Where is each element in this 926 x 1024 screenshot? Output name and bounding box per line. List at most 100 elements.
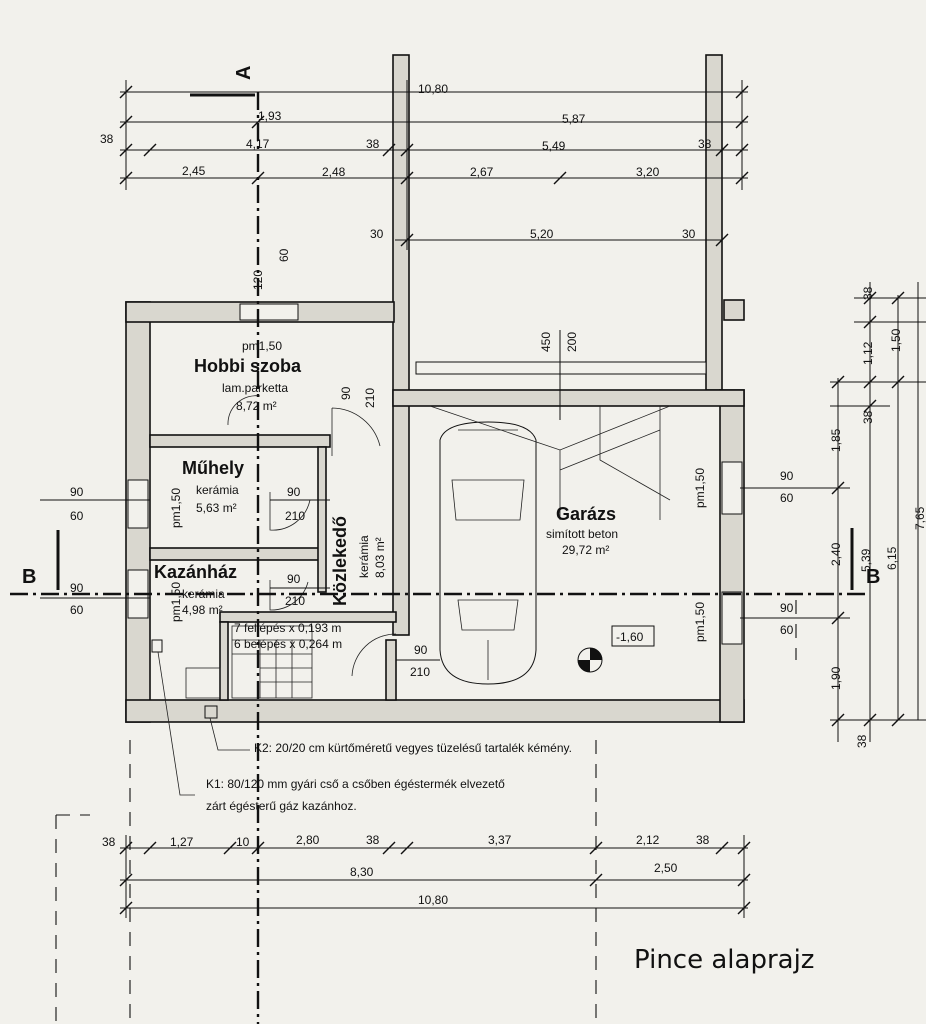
garazs-height-top: pm1,50	[693, 468, 707, 508]
muhely-height: pm1,50	[169, 488, 183, 528]
left-window-height: 60	[70, 603, 84, 617]
section-marker-b-left: B	[22, 566, 36, 588]
kazan-door-width: 90	[287, 572, 301, 586]
dim-vertical: 120	[251, 270, 265, 290]
dim-top: 5,20	[530, 227, 554, 241]
dim-top: 2,45	[182, 164, 206, 178]
dim-bottom: 2,12	[636, 833, 660, 847]
section-marker-b-right: B	[866, 566, 880, 588]
hidden-lines	[55, 600, 797, 1024]
dim-top: 5,49	[542, 139, 566, 153]
dim-bottom: 2,80	[296, 833, 320, 847]
dim-bottom: 38	[696, 833, 710, 847]
section-marker-a: A	[233, 66, 255, 80]
kazanhaz-floor: kerámia	[182, 587, 225, 601]
dim-top: 38	[100, 132, 114, 146]
dim-top: 30	[682, 227, 696, 241]
room-labels: pm1,50 Hobbi szoba lam.parketta 8,72 m² …	[154, 339, 707, 644]
dim-bottom-total: 10,80	[418, 893, 448, 907]
top-dimensions: 10,80 1,93 5,87 38 4,17 38 5,49 38 2,45 …	[100, 82, 712, 352]
dim-right: 1,90	[829, 666, 843, 690]
garazs-area: 29,72 m²	[562, 543, 609, 557]
dim-bottom: 10	[236, 835, 250, 849]
stairs-labels: 7 fellépés x 0,193 m 6 belépés x 0,264 m	[234, 621, 342, 651]
kazanhaz-height: pm1,50	[169, 582, 183, 622]
garage-door-height: 210	[410, 665, 430, 679]
kozlekedo-floor: kerámia	[357, 535, 371, 578]
hobbi-floor: lam.parketta	[222, 381, 288, 395]
muhely-door-height: 210	[285, 509, 305, 523]
dim-right: 1,50	[889, 328, 903, 352]
kazanhaz-area: 4,98 m²	[182, 603, 223, 617]
hobbi-door-height: 210	[363, 388, 377, 408]
kozlekedo-area: 8,03 m²	[373, 537, 387, 578]
left-window-width: 90	[70, 485, 84, 499]
dim-vertical: 200	[565, 332, 579, 352]
dim-right: 2,40	[829, 542, 843, 566]
dim-bottom: 2,50	[654, 861, 678, 875]
kozlekedo-name: Közlekedő	[330, 516, 350, 606]
note-k2: K2: 20/20 cm kürtőméretű vegyes tüzelésű…	[254, 741, 572, 755]
dim-right: 1,85	[829, 428, 843, 452]
kazanhaz-name: Kazánház	[154, 562, 237, 582]
dim-right: 38	[861, 286, 875, 300]
dim-top: 38	[366, 137, 380, 151]
dim-top: 5,87	[562, 112, 586, 126]
hobbi-area: 8,72 m²	[236, 399, 277, 413]
dim-bottom: 3,37	[488, 833, 512, 847]
dim-top: 2,48	[322, 165, 346, 179]
hobbi-name: Hobbi szoba	[194, 356, 302, 376]
notes: K2: 20/20 cm kürtőméretű vegyes tüzelésű…	[206, 741, 572, 813]
dim-right: 5,39	[859, 548, 873, 572]
dim-right: 1,12	[861, 341, 875, 365]
stairs-treads: 6 belépés x 0,264 m	[234, 637, 342, 651]
level-symbol	[577, 625, 655, 673]
door-swings	[227, 395, 397, 677]
boiler-room-fixtures	[151, 639, 250, 796]
hobbi-door-width: 90	[339, 386, 353, 400]
right-dimensions: 38 1,12 38 1,85 2,40 1,90 38 1,50 5,39 6…	[829, 286, 926, 748]
stairs	[231, 625, 313, 699]
kazan-door-height: 210	[285, 594, 305, 608]
dim-top: 30	[370, 227, 384, 241]
dim-top: 2,67	[470, 165, 494, 179]
dim-bottom: 38	[366, 833, 380, 847]
opening-dimensions: 90 210 90 210 90 210 90 210 90 60 90 60 …	[70, 386, 794, 679]
dimension-lines	[40, 80, 926, 918]
dim-bottom: 8,30	[350, 865, 374, 879]
bottom-dimensions: 38 1,27 10 2,80 38 3,37 2,12 38 8,30 2,5…	[102, 833, 710, 907]
right-window-height: 60	[780, 623, 794, 637]
note-k1-line1: K1: 80/120 mm gyári cső a csőben égéster…	[206, 777, 505, 791]
right-window-width: 90	[780, 601, 794, 615]
dim-right: 6,15	[885, 546, 899, 570]
drawing-title: Pince alaprajz	[634, 945, 814, 975]
left-window-width: 90	[70, 581, 84, 595]
garazs-height-bottom: pm1,50	[693, 602, 707, 642]
dim-right: 38	[861, 410, 875, 424]
dim-bottom: 1,27	[170, 835, 194, 849]
garage-hidden-lines	[429, 405, 671, 520]
muhely-door-width: 90	[287, 485, 301, 499]
hobbi-height: pm1,50	[242, 339, 282, 353]
dim-top: 3,20	[636, 165, 660, 179]
garage-door-width: 90	[414, 643, 428, 657]
stairs-risers: 7 fellépés x 0,193 m	[234, 621, 341, 635]
windows	[127, 303, 743, 645]
muhely-name: Műhely	[182, 458, 244, 478]
garazs-floor: simított beton	[546, 527, 618, 541]
section-lines	[10, 92, 870, 1024]
muhely-floor: kerámia	[196, 483, 239, 497]
dim-bottom: 38	[102, 835, 116, 849]
dim-top-total: 10,80	[418, 82, 448, 96]
garazs-level: -1,60	[616, 630, 644, 644]
left-window-height: 60	[70, 509, 84, 523]
muhely-area: 5,63 m²	[196, 501, 237, 515]
dim-vertical: 450	[539, 332, 553, 352]
dim-right: 7,65	[913, 506, 926, 530]
right-window-width: 90	[780, 469, 794, 483]
section-markers: A B B	[22, 66, 880, 588]
dim-top: 1,93	[258, 109, 282, 123]
car-drawing	[439, 421, 537, 685]
dim-top: 38	[698, 137, 712, 151]
